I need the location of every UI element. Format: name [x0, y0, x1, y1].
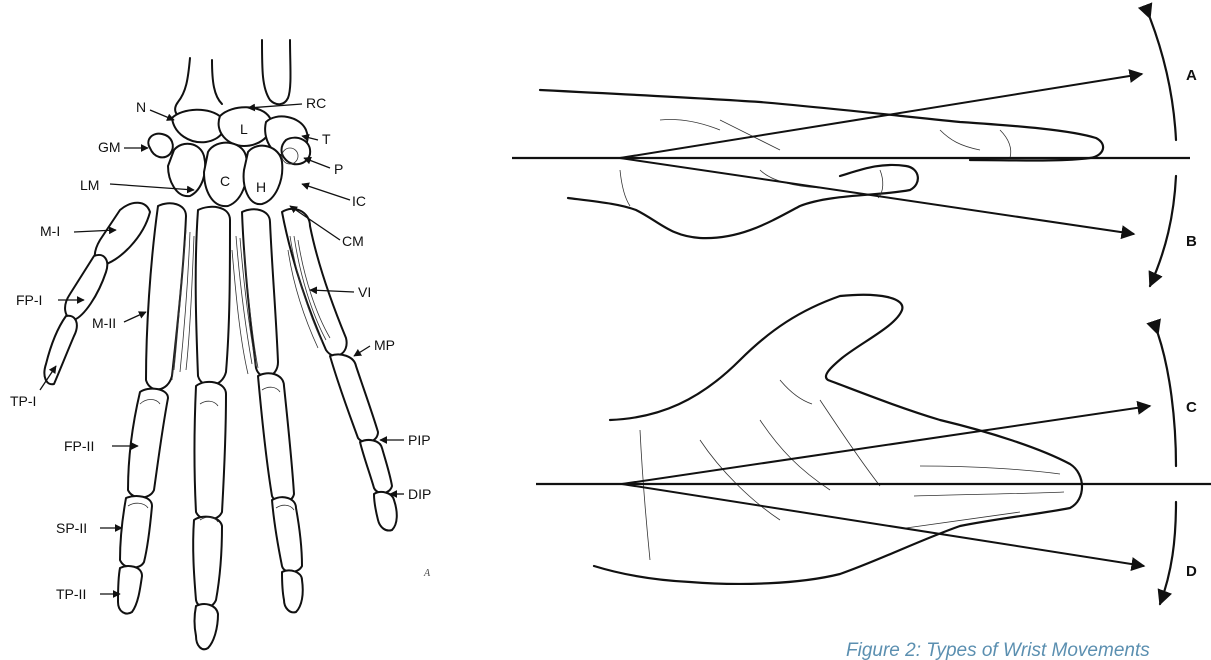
arrow-d	[622, 484, 1144, 566]
label-b: B	[1186, 233, 1197, 250]
arc-b-lower	[1150, 176, 1176, 286]
arrow-a	[620, 74, 1142, 158]
arc-a-upper	[1150, 18, 1176, 140]
label-d: D	[1186, 563, 1197, 580]
arrow-c	[622, 406, 1150, 484]
label-a: A	[1186, 67, 1197, 84]
palm-view-hand	[594, 295, 1082, 584]
arc-c-upper	[1158, 334, 1176, 466]
side-view-hand	[540, 90, 1103, 238]
palm-hand-outline	[594, 295, 1082, 584]
figure-caption: Figure 2: Types of Wrist Movements	[846, 640, 1150, 660]
arrow-b	[620, 158, 1134, 234]
label-c: C	[1186, 399, 1197, 416]
arc-d-lower	[1160, 502, 1176, 604]
